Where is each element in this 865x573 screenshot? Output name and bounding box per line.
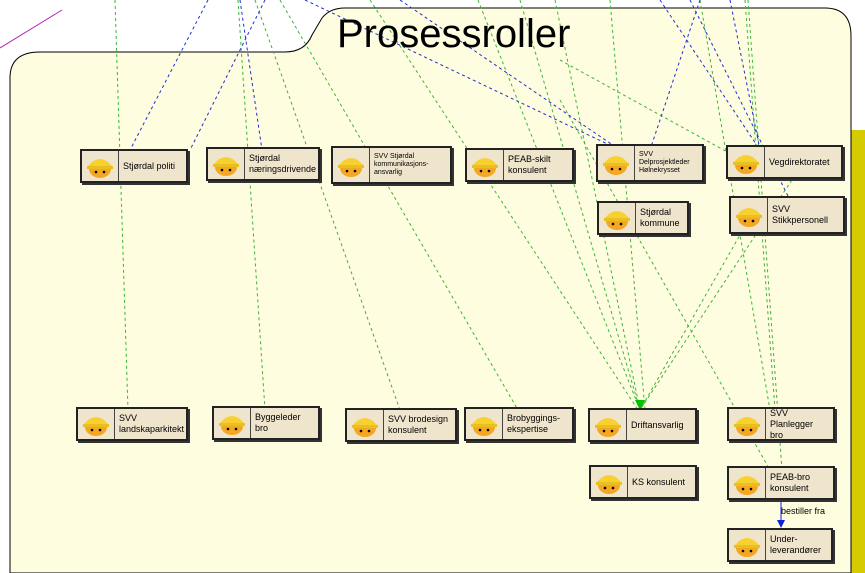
role-label: SVV Planlegger bro	[770, 409, 814, 439]
worker-helmet-icon	[466, 409, 503, 439]
role-label: Stjørdal næringsdrivende	[249, 153, 317, 174]
role-byggeleder[interactable]: Byggeleder bro	[212, 406, 320, 440]
corner-line	[0, 9, 63, 49]
worker-helmet-icon	[729, 468, 766, 498]
role-label: PEAB-bro konsulent	[770, 472, 811, 493]
role-label: Stjørdal kommune	[640, 207, 680, 228]
role-svv-stikk[interactable]: SVV Stikkpersonell	[729, 196, 845, 234]
role-brobygging[interactable]: Brobyggings- ekspertise	[464, 407, 574, 441]
role-label: Stjørdal politi	[123, 160, 176, 171]
worker-helmet-icon	[590, 410, 627, 440]
role-vegdirektoratet[interactable]: Vegdirektoratet	[726, 145, 843, 179]
role-label: Brobyggings- ekspertise	[507, 413, 561, 434]
worker-helmet-icon	[729, 530, 766, 560]
role-label: SVV Stjørdal kommunikasjons- ansvarlig	[374, 153, 429, 176]
worker-helmet-icon	[729, 409, 766, 439]
role-svv-planlegger[interactable]: SVV Planlegger bro	[727, 407, 835, 441]
role-svv-kommunikasjon[interactable]: SVV Stjørdal kommunikasjons- ansvarlig	[331, 146, 452, 184]
arrowhead-green	[635, 400, 645, 410]
role-svv-landskap[interactable]: SVV landskaparkitekt	[76, 407, 188, 441]
worker-helmet-icon	[82, 151, 119, 181]
worker-helmet-icon	[731, 198, 768, 232]
role-stjordal-politi[interactable]: Stjørdal politi	[80, 149, 188, 183]
role-label: SVV landskaparkitekt	[119, 413, 185, 434]
worker-helmet-icon	[598, 146, 635, 180]
worker-helmet-icon	[599, 203, 636, 233]
green-connectors	[114, 0, 816, 471]
role-label: Vegdirektoratet	[769, 156, 830, 167]
role-stjordal-kommune[interactable]: Stjørdal kommune	[597, 201, 689, 235]
worker-helmet-icon	[591, 467, 628, 497]
role-driftansvarlig[interactable]: Driftansvarlig	[588, 408, 697, 442]
worker-helmet-icon	[347, 410, 384, 440]
role-stjordal-naering[interactable]: Stjørdal næringsdrivende	[206, 147, 320, 181]
role-underleverandorer[interactable]: Under- leverandører	[727, 528, 833, 562]
role-label: SVV Stikkpersonell	[772, 204, 829, 225]
role-peab-skilt[interactable]: PEAB-skilt konsulent	[465, 148, 574, 182]
diagram-title: Prosessroller	[337, 12, 571, 56]
role-label: KS konsulent	[632, 476, 686, 487]
role-peab-bro[interactable]: PEAB-bro konsulent	[727, 466, 835, 500]
role-label: SVV Delprosjektleder Hølnekrysset	[639, 151, 690, 174]
bestiller-arrowhead	[777, 520, 785, 528]
role-ks-konsulent[interactable]: KS konsulent	[589, 465, 697, 499]
worker-helmet-icon	[214, 408, 251, 438]
role-svv-brodesign[interactable]: SVV brodesign konsulent	[345, 408, 457, 442]
side-strip	[851, 130, 865, 573]
role-svv-delprosjekt[interactable]: SVV Delprosjektleder Hølnekrysset	[596, 144, 704, 182]
worker-helmet-icon	[467, 150, 504, 180]
role-label: SVV brodesign konsulent	[388, 414, 449, 435]
worker-helmet-icon	[78, 409, 115, 439]
role-label: Under- leverandører	[770, 534, 822, 555]
worker-helmet-icon	[728, 147, 765, 177]
edge-label-bestiller: bestiller fra	[781, 506, 826, 516]
role-label: Driftansvarlig	[631, 419, 684, 430]
role-label: Byggeleder bro	[255, 412, 301, 433]
role-label: PEAB-skilt konsulent	[508, 154, 551, 175]
worker-helmet-icon	[208, 149, 245, 179]
worker-helmet-icon	[333, 148, 370, 182]
